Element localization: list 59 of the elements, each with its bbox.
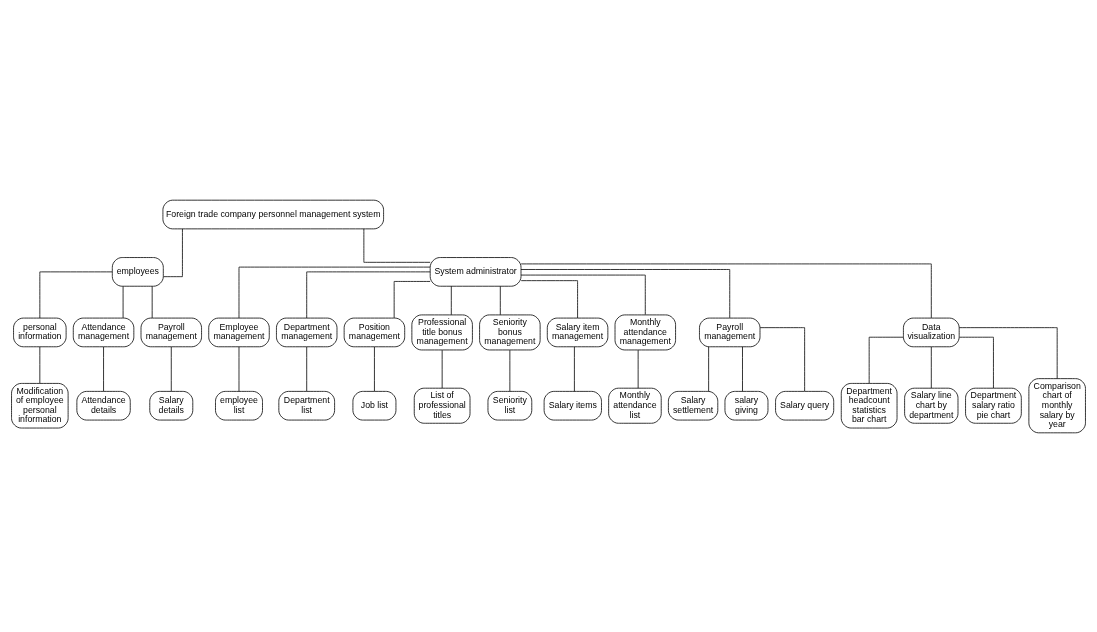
- node-box: Seniority list: [487, 390, 533, 420]
- connector: [374, 346, 375, 392]
- node-box: Modification of employee personal information: [11, 382, 69, 428]
- connector: [574, 346, 575, 392]
- node-box: List of professional titles: [413, 387, 471, 424]
- node-box: Comparison chart of monthly salary by year: [1028, 377, 1086, 433]
- connector: [509, 349, 511, 392]
- node-box: Monthly attendance list: [608, 387, 662, 424]
- node-box: System administrator: [429, 256, 522, 287]
- node-box: Seniority bonus management: [479, 314, 541, 350]
- node-box: Payroll management: [140, 317, 202, 347]
- connector: [759, 326, 806, 391]
- connector: [122, 285, 124, 318]
- connector: [363, 227, 431, 263]
- node-box: Department salary ratio pie chart: [965, 387, 1022, 424]
- connector: [103, 346, 104, 392]
- node-box: Salary settlement: [668, 390, 719, 420]
- node-box: Employee management: [208, 317, 270, 347]
- node-box: Salary query: [775, 390, 835, 420]
- node-box: salary giving: [724, 390, 769, 420]
- node-box: Position management: [343, 317, 406, 347]
- node-box: Attendance management: [72, 317, 135, 347]
- node-box: Professional title bonus management: [411, 314, 473, 350]
- node-box: employee list: [215, 390, 263, 420]
- connector: [708, 346, 710, 392]
- connector: [959, 336, 994, 388]
- node-box: Monthly attendance management: [614, 314, 676, 350]
- connector: [742, 346, 743, 392]
- connector: [393, 280, 431, 318]
- node-box: Payroll management: [699, 317, 761, 347]
- connector: [238, 346, 240, 392]
- connector: [170, 346, 172, 392]
- node-box: Data visualization: [903, 317, 960, 347]
- connector: [868, 336, 904, 384]
- node-box: employees: [111, 256, 164, 287]
- connector: [958, 326, 1058, 379]
- connector: [39, 346, 41, 384]
- node-box: Salary line chart by department: [904, 387, 959, 424]
- node-box: Attendance details: [76, 390, 131, 420]
- connector: [520, 263, 932, 318]
- connector: [39, 271, 113, 318]
- node-box: Job list: [352, 390, 397, 420]
- connector: [499, 285, 501, 315]
- node-box: Salary item management: [546, 317, 609, 347]
- node-box: Salary details: [149, 390, 194, 420]
- connector: [930, 346, 932, 389]
- node-box: Foreign trade company personnel management system: [162, 199, 384, 229]
- connector: [151, 285, 153, 318]
- node-box: Department list: [278, 390, 335, 420]
- connector: [163, 228, 183, 277]
- node-box: Salary items: [543, 390, 602, 420]
- node-box: Department management: [276, 317, 338, 347]
- connector: [450, 285, 452, 315]
- connector: [520, 279, 578, 318]
- node-box: personal information: [13, 317, 67, 347]
- connector: [520, 268, 731, 318]
- connector: [306, 346, 308, 392]
- connector: [306, 271, 431, 318]
- node-box: Department headcount statistics bar chart: [840, 382, 898, 428]
